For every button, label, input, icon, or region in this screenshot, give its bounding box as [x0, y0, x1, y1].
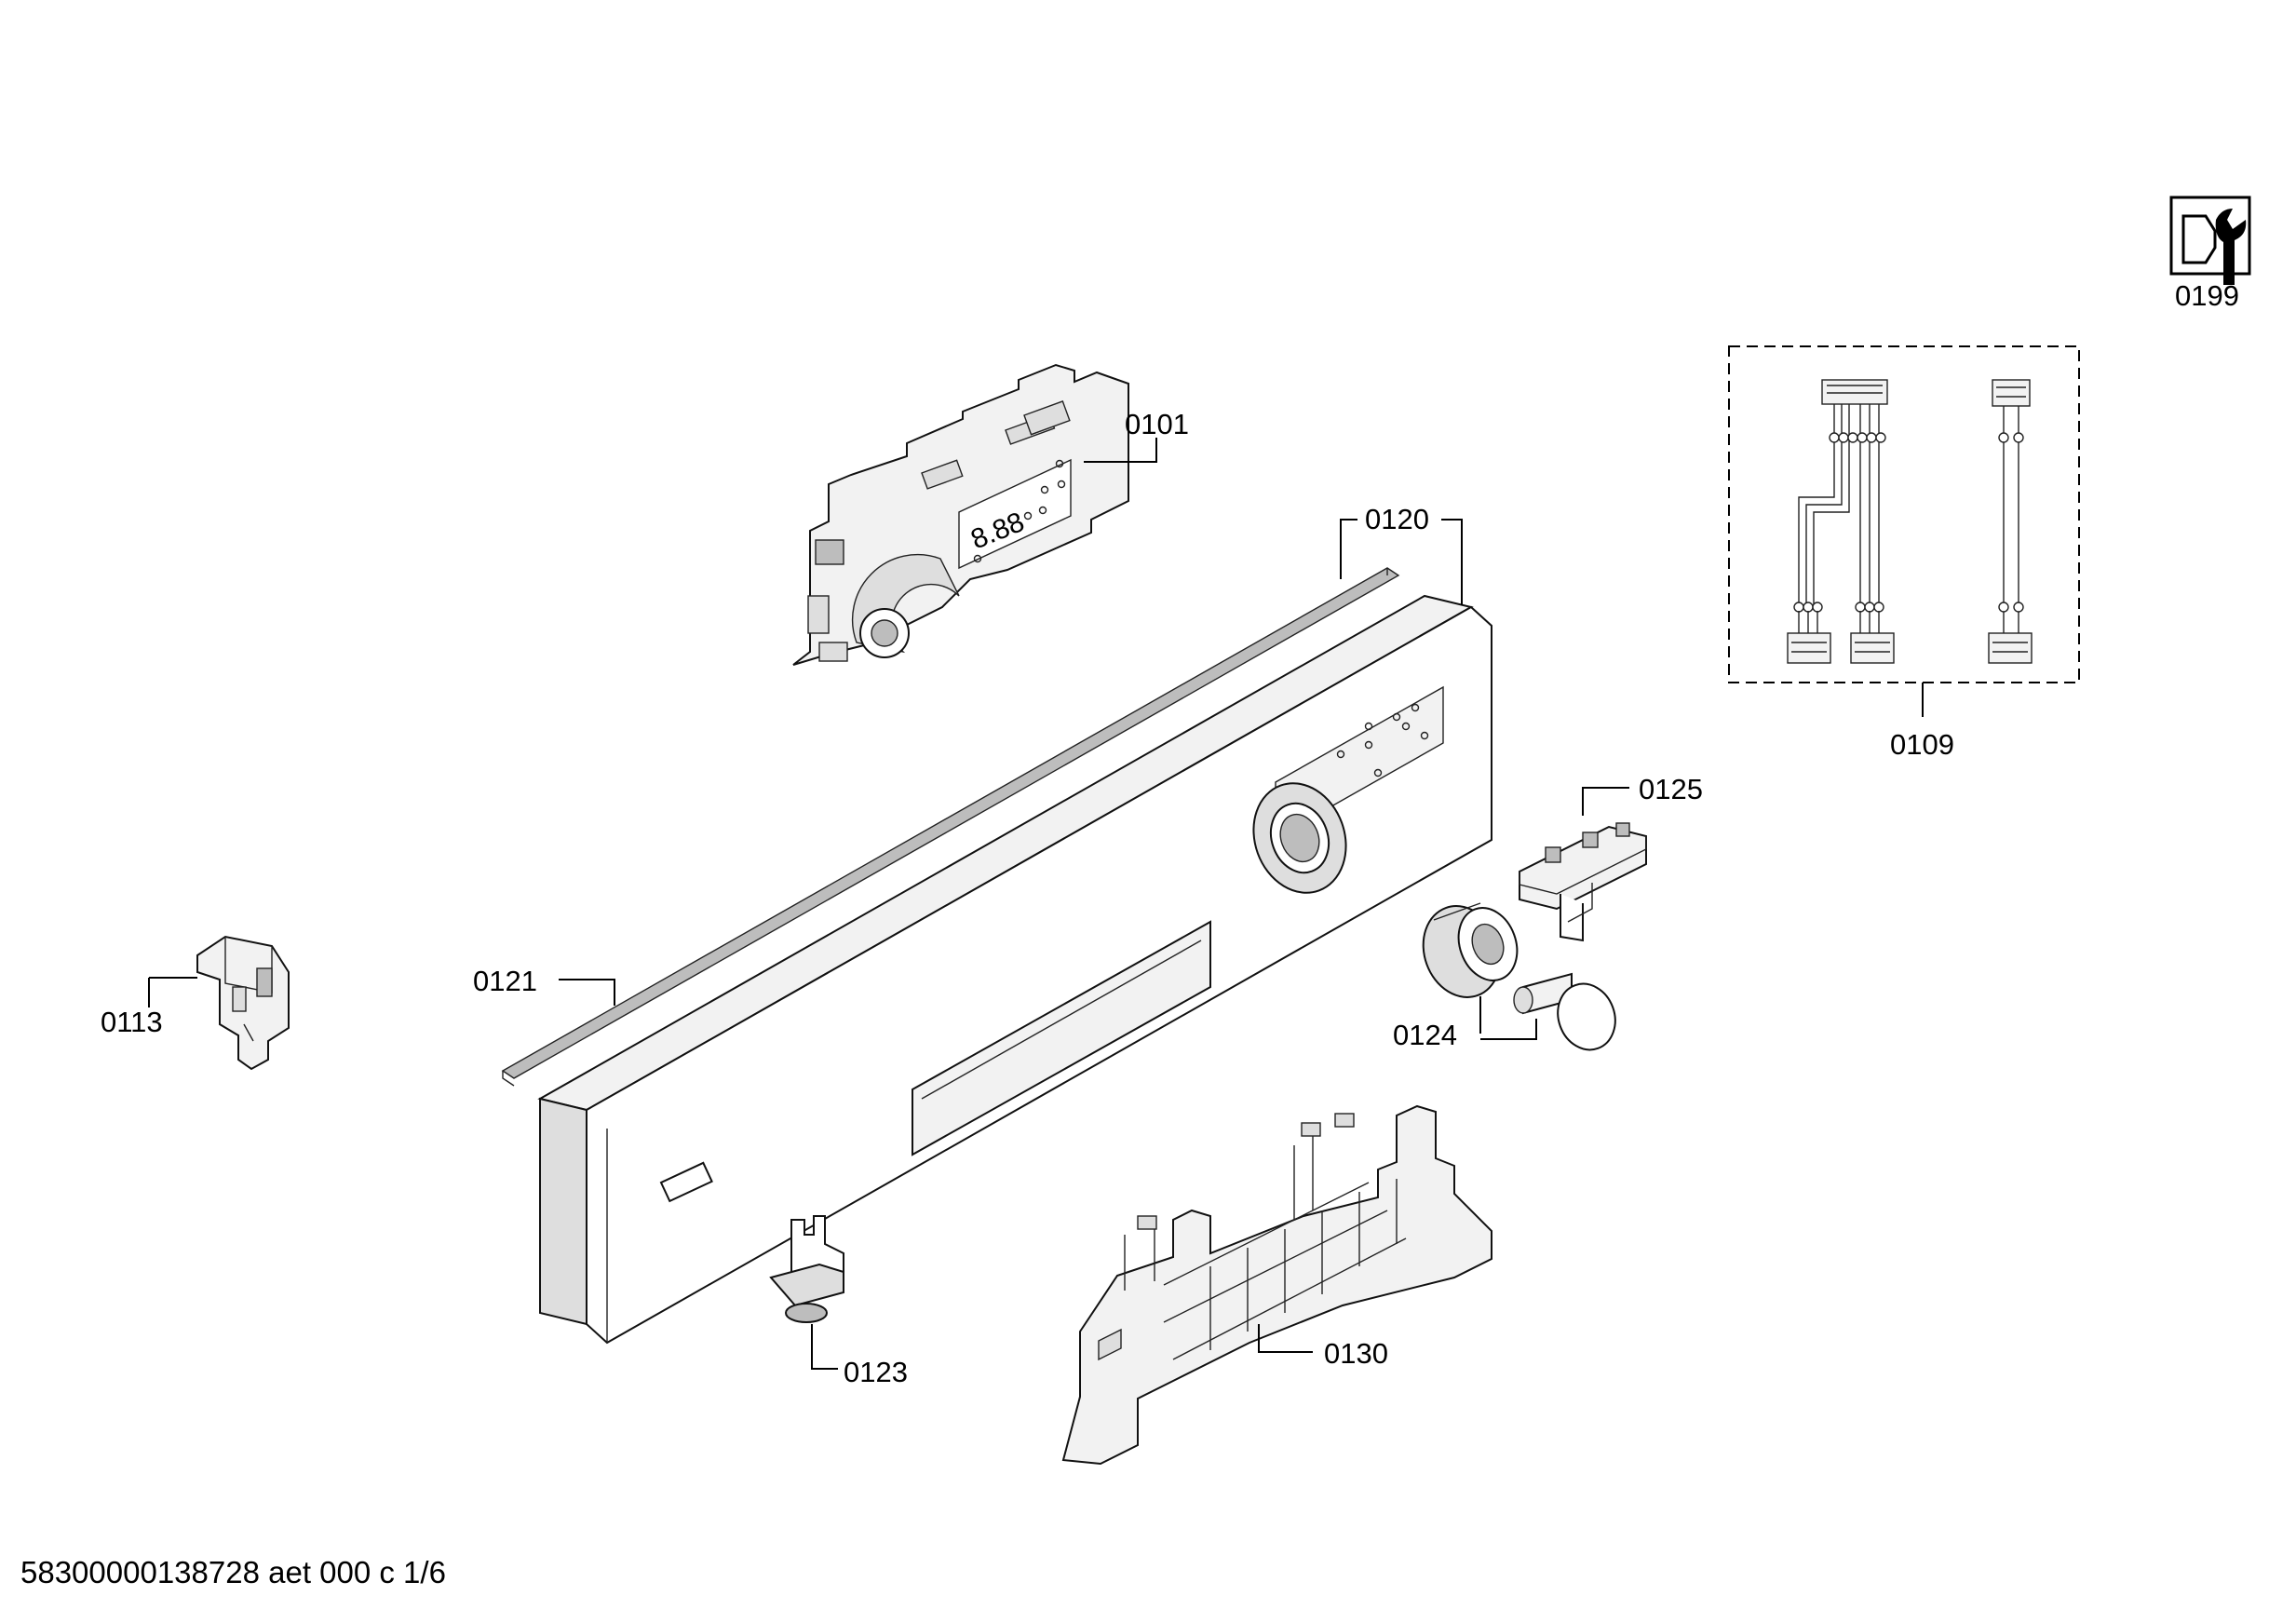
part-label-0199: 0199 [2175, 279, 2239, 312]
bracket-clip [196, 935, 290, 1071]
service-wrench-icon [2169, 196, 2251, 285]
part-label-0120: 0120 [1365, 503, 1429, 535]
part-label-0125: 0125 [1639, 773, 1703, 805]
control-panel-fascia [537, 594, 1492, 1345]
part-label-0123: 0123 [844, 1356, 908, 1388]
part-label-0130: 0130 [1324, 1337, 1388, 1370]
cable-harness-set [1728, 345, 2080, 683]
part-label-0109: 0109 [1890, 728, 1954, 761]
part-label-0121: 0121 [473, 965, 537, 997]
latch-clip [769, 1215, 844, 1323]
part-label-0124: 0124 [1393, 1019, 1457, 1051]
bottom-bracket [1061, 1104, 1492, 1466]
part-label-0113: 0113 [101, 1006, 163, 1038]
document-code: 58300000138728 aet 000 c 1/6 [20, 1555, 446, 1589]
part-label-0101: 0101 [1125, 408, 1189, 440]
knob-and-button [1422, 902, 1616, 1051]
sealing-strip [501, 567, 1400, 1087]
switch-holder [1519, 822, 1647, 942]
control-module: 8.88 [792, 363, 1129, 666]
